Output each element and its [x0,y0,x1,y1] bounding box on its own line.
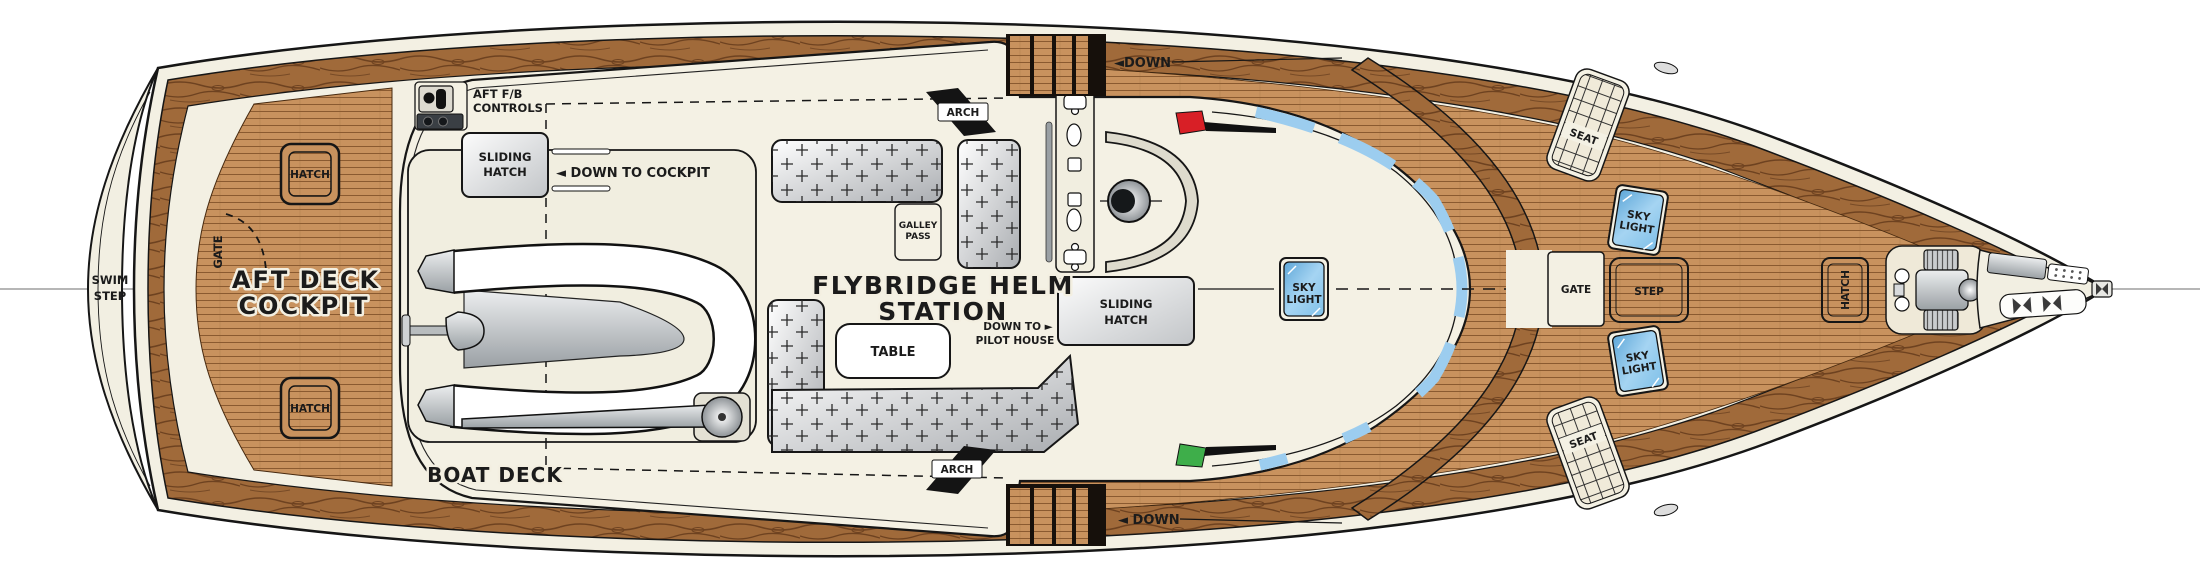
sliding-hatch-helm-label-2: HATCH [1104,313,1148,327]
dinghy-tube-cone-top [417,249,455,294]
helm-station [1045,88,1199,274]
down-to-pilot-label-2: PILOT HOUSE [976,335,1055,347]
outboard-motor-icon [401,311,485,351]
skylight-foredeck-bottom-label-2: LIGHT [1621,360,1658,377]
aft-deck-teak [195,87,393,487]
arch-bottom-label: ARCH [941,464,974,476]
sliding-hatch-aft-label-2: HATCH [483,165,527,179]
companionway-rail-top [551,148,611,155]
companionway-rail-bottom [551,185,611,192]
settee-right [957,139,1021,269]
aft-hatch-bottom-label: HATCH [290,403,330,415]
aft-fb-controls-panel: AFT F/B CONTROLS [414,81,543,131]
skylight-foredeck-top-label-2: LIGHT [1618,219,1655,236]
seat-bottom: SEAT [1546,396,1630,510]
windshield-frame-bottom [1204,445,1276,456]
skylight-foredeck-bottom-label-1: SKY [1625,349,1650,365]
nav-light-starboard-icon [1175,443,1207,468]
sliding-hatch-aft: SLIDING HATCH ◄ DOWN TO COCKPIT [461,132,710,198]
flybridge-settees: GALLEY PASS TABLE [767,139,1080,453]
gauge-icon-2 [1066,208,1082,232]
aft-gate: GATE [211,213,267,271]
galley-pass-label-1: GALLEY [899,221,938,231]
svg-text:◄DOWN: ◄DOWN [1114,56,1171,71]
stairs-top [1006,34,1106,96]
tread-pad [2047,263,2089,285]
bow-hatch: HATCH [1821,257,1869,323]
bow-pulpit [1976,249,2113,329]
cleat-fitting-bottom-icon [1653,503,1679,517]
galley-pass-label-2: PASS [905,232,930,242]
seat-top: SEAT [1546,68,1630,182]
down-to-pilot-label-1: DOWN TO ► [983,321,1053,333]
swim-step-label-1: SWIM [92,273,129,287]
sliding-hatch-helm: SLIDING HATCH [1057,276,1195,346]
aft-hatch-top-label: HATCH [290,169,330,181]
aft-deck-label-2: COCKPIT [238,292,369,320]
skylight-foredeck-bottom: SKY LIGHT [1607,325,1669,397]
nav-light-port-icon [1175,110,1207,135]
aft-hatch-top: HATCH [279,142,341,206]
skylight-foredeck-top-label-1: SKY [1626,208,1651,224]
anchor-roller-channel [1999,289,2087,319]
aft-gate-label: GATE [211,235,225,268]
arch-top-label: ARCH [947,107,980,119]
down-label-top: ◄DOWN [1114,56,1343,71]
table: TABLE [835,323,951,379]
settee-top [771,139,943,203]
foredeck-step: STEP [1609,257,1689,323]
foredeck-gate: GATE [1547,251,1605,327]
stairs-bottom [1006,484,1106,546]
foredeck-step-label: STEP [1634,286,1664,298]
dinghy-floor [463,289,685,369]
control-knobs-icon [416,113,464,130]
davit-crane [461,392,751,442]
switch-icon-2 [1067,192,1082,207]
windshield-frame-top [1204,122,1276,133]
arch-top: ARCH [926,88,996,136]
console-rail [1045,121,1053,263]
helm-seat [1105,130,1199,274]
aft-hatch-bottom: HATCH [279,376,341,440]
cleat-fitting-top-icon [1653,61,1679,75]
windlass-icon [1885,245,1987,335]
flybridge-title-1: FLYBRIDGE HELM [812,271,1074,300]
foredeck-gate-label: GATE [1561,284,1591,296]
skylight-foredeck-top: SKY LIGHT [1607,184,1669,256]
flybridge-title-2: STATION [878,297,1008,326]
sliding-hatch-aft-label-1: SLIDING [479,150,532,164]
cleat-icon-bottom [1063,242,1087,272]
table-label: TABLE [871,345,916,360]
aft-fb-controls-label-2: CONTROLS [473,101,543,115]
bulwark-band [1350,57,1545,521]
aft-fb-controls-label-1: AFT F/B [473,87,522,101]
gate-gap [1506,250,1552,328]
switch-icon-1 [1067,157,1082,172]
skylight-flybridge-label-2: LIGHT [1286,294,1322,306]
aft-deck-label-1: AFT DECK [232,266,380,294]
throttle-controls-icon [418,85,454,113]
galley-pass: GALLEY PASS [894,203,942,261]
down-label-bottom: ◄ DOWN [1118,513,1343,528]
gauge-icon-1 [1066,123,1082,147]
dinghy-tube-cone-bottom [417,384,455,428]
down-to-cockpit-label: ◄ DOWN TO COCKPIT [556,166,710,181]
settee-bottom [771,353,1080,453]
arch-bottom: ARCH [926,446,996,494]
skylight-flybridge-label-1: SKY [1292,282,1316,294]
swim-step-label-2: STEP [94,289,126,303]
skylight-flybridge: SKY LIGHT [1279,257,1329,321]
bow-hatch-label: HATCH [1840,270,1852,310]
boat-deck-label: BOAT DECK [427,463,563,487]
svg-text:◄ DOWN: ◄ DOWN [1118,513,1180,528]
sliding-hatch-helm-label-1: SLIDING [1100,297,1153,311]
